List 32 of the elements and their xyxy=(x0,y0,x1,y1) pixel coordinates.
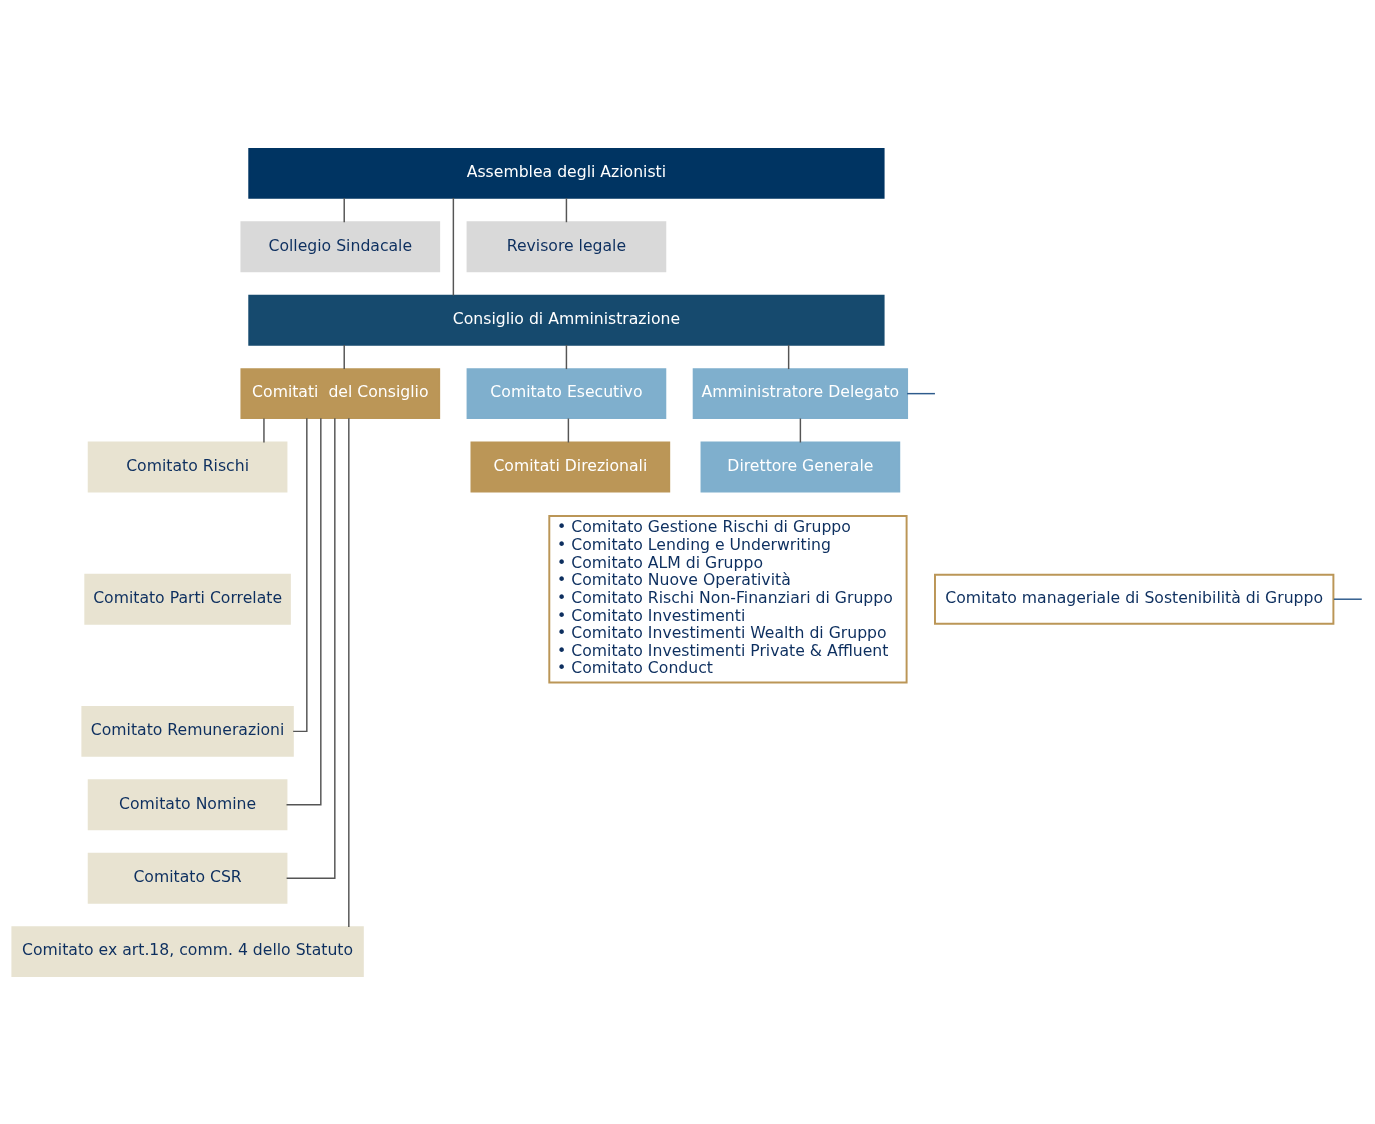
node-box: Comitato Esecutivo xyxy=(466,367,667,419)
node-box: Comitati Direzionali xyxy=(470,441,671,492)
node-box: Collegio Sindacale xyxy=(240,220,441,272)
node-box: Comitato Rischi xyxy=(87,441,288,492)
connector xyxy=(348,417,350,928)
node-box: Comitati del Consiglio xyxy=(240,367,441,419)
connector xyxy=(343,343,345,370)
connector xyxy=(906,392,936,394)
connector xyxy=(1333,597,1363,600)
node-box: Comitato ex art.18, comm. 4 dello Statuto xyxy=(11,925,364,977)
node-box: Revisore legale xyxy=(466,220,667,272)
node-box: Comitato manageriale di Sostenibilità di Gruppo xyxy=(934,573,1335,625)
node-box: Comitato Nomine xyxy=(87,778,288,830)
node-box: • Comitato Gestione Rischi di Gruppo • Comitato Lending e Underwriting • Comitato ALM di Gruppo • Comitato Nuove Operatività • Comitato Rischi Non-Finanziari di Gruppo • Comitato Investimenti • Comitato Investimenti Wealth di Gruppo • Comitato Investimenti Private & Affluent • Comitato Conduct xyxy=(548,514,908,683)
connector xyxy=(787,343,790,370)
connector xyxy=(567,417,570,443)
connector xyxy=(799,417,802,443)
node-box: Direttore Generale xyxy=(700,441,901,492)
node-box: Consiglio di Amministrazione xyxy=(248,294,885,346)
connector xyxy=(565,197,568,223)
node-box: Comitato Remunerazioni xyxy=(81,705,294,757)
node-box: Assemblea degli Azionisti xyxy=(248,147,885,199)
node-box: Comitato CSR xyxy=(87,852,288,904)
node-box: Amministratore Delegato xyxy=(692,367,909,419)
connector xyxy=(343,197,345,223)
connector xyxy=(565,343,568,370)
connector xyxy=(263,417,265,443)
connector xyxy=(285,416,322,805)
connector xyxy=(292,416,308,732)
connector xyxy=(452,196,455,296)
connector xyxy=(285,417,336,879)
node-box: Comitato Parti Correlate xyxy=(84,573,291,625)
